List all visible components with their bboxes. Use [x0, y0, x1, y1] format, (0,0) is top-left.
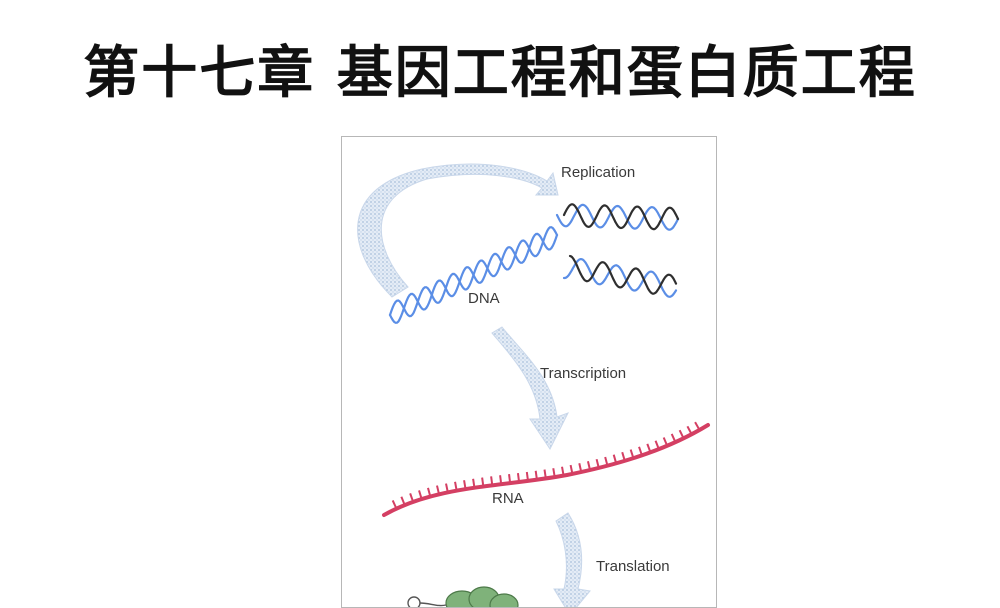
- rna-base: [436, 485, 441, 495]
- replicated-dna-bottom: [562, 254, 678, 298]
- rna-base: [646, 443, 652, 453]
- rna-base: [612, 454, 618, 464]
- slide-title: 第十七章 基因工程和蛋白质工程: [83, 41, 917, 106]
- rna-base: [516, 472, 521, 483]
- rna-base: [569, 464, 574, 475]
- label-replication: Replication: [561, 164, 635, 181]
- figure-canvas: Replication DNA Transcription RNA Transl…: [357, 163, 710, 607]
- rna-strand: [382, 421, 710, 517]
- rna-base: [499, 475, 503, 485]
- rna-base: [604, 456, 609, 466]
- rna-base: [400, 496, 406, 506]
- replication-arrow: [357, 163, 559, 298]
- rna-base: [654, 440, 660, 450]
- rna-base: [525, 471, 529, 482]
- rna-base: [490, 476, 494, 486]
- transcription-arrow: [491, 326, 570, 450]
- rna-base: [629, 449, 635, 459]
- rna-base: [409, 493, 415, 503]
- rna-base: [586, 461, 591, 471]
- rna-base: [445, 483, 449, 493]
- label-dna: DNA: [468, 290, 500, 307]
- rna-base: [481, 477, 485, 487]
- rna-base: [534, 470, 538, 480]
- rna-base: [578, 463, 583, 473]
- rna-base: [694, 421, 701, 431]
- rna-base: [543, 469, 547, 479]
- rna-base: [595, 458, 600, 469]
- rna-base: [472, 478, 476, 488]
- rna-base: [463, 480, 467, 490]
- rna-base: [454, 481, 458, 491]
- rna-base: [391, 500, 398, 510]
- protein-ribosome: [407, 586, 519, 607]
- label-transcription: Transcription: [540, 365, 626, 382]
- central-dogma-figure: Replication DNA Transcription RNA Transl…: [341, 136, 717, 608]
- replicated-dna-top: [555, 203, 680, 231]
- rna-base: [678, 429, 685, 439]
- rna-base: [427, 487, 432, 497]
- rna-base: [552, 468, 556, 478]
- rna-base: [508, 474, 512, 484]
- rna-base: [686, 425, 693, 435]
- rna-base: [662, 437, 669, 447]
- rna-base: [621, 451, 626, 462]
- rna-base: [561, 466, 565, 476]
- rna-base: [670, 433, 677, 443]
- label-translation: Translation: [596, 558, 670, 575]
- rna-base: [418, 490, 423, 500]
- rna-base: [638, 446, 643, 456]
- dna-helix: [388, 226, 559, 324]
- label-rna: RNA: [492, 490, 524, 507]
- translation-arrow: [553, 512, 591, 607]
